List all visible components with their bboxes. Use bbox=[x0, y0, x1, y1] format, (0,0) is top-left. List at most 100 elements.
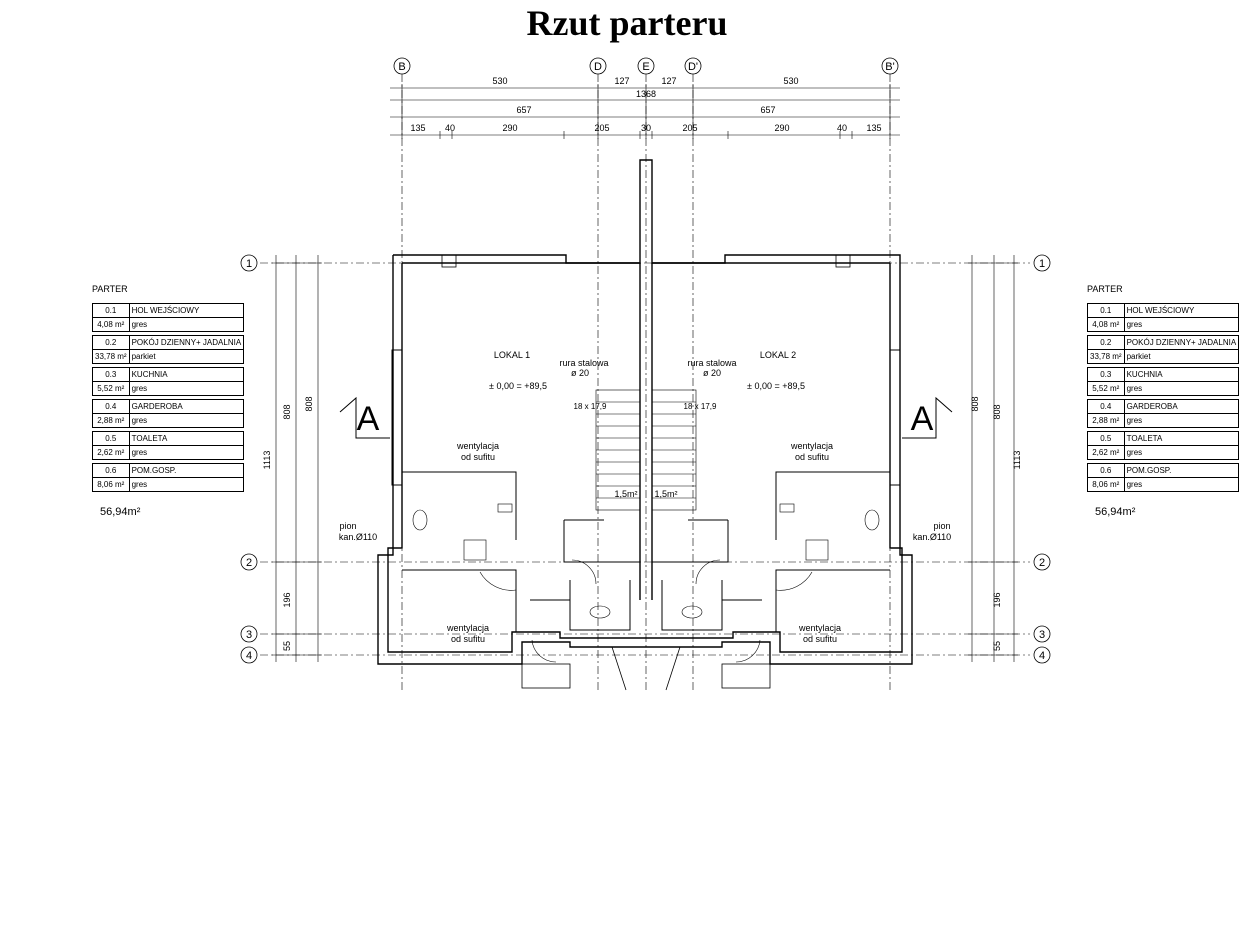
room-floor: gres bbox=[1123, 413, 1240, 428]
dim-text: 530 bbox=[492, 76, 507, 86]
axis-label: D' bbox=[688, 61, 698, 73]
dim-text: 135 bbox=[410, 123, 425, 133]
area-label: 1,5m² bbox=[654, 489, 677, 499]
section-labels: A A bbox=[357, 400, 934, 438]
axis-label: 4 bbox=[1039, 650, 1045, 662]
pion-label: kan.Ø110 bbox=[339, 532, 377, 542]
axis-1-right: 1 bbox=[1033, 254, 1051, 272]
room-floor: gres bbox=[128, 445, 245, 460]
dim-text: 40 bbox=[445, 123, 455, 133]
axis-e: E bbox=[637, 57, 655, 75]
room-floor: parkiet bbox=[1123, 349, 1240, 364]
pipe-label: rura stalowa bbox=[559, 358, 608, 368]
axis-label: 4 bbox=[246, 650, 252, 662]
dim-text: 1368 bbox=[636, 89, 656, 99]
room-name: KUCHNIA bbox=[128, 367, 245, 382]
dim-text: 290 bbox=[502, 123, 517, 133]
room-floor: parkiet bbox=[128, 349, 245, 364]
axis-2-right: 2 bbox=[1033, 553, 1051, 571]
pion-label: pion bbox=[933, 521, 950, 531]
side-dimension-lines bbox=[272, 255, 1018, 662]
legend-header: PARTER bbox=[92, 284, 128, 294]
plan-labels: LOKAL 1 LOKAL 2 rura stalowa ø 20 rura s… bbox=[339, 350, 951, 644]
axis-label: 2 bbox=[1039, 557, 1045, 569]
dim-text: 657 bbox=[516, 105, 531, 115]
room-floor: gres bbox=[128, 381, 245, 396]
dim-text: 30 bbox=[641, 123, 651, 133]
axis-label: 1 bbox=[1039, 258, 1045, 270]
stairs-label: 18 x 17,9 bbox=[684, 402, 717, 411]
axis-markers: B D E D' B' 1 2 3 bbox=[240, 57, 1051, 664]
level-label: ± 0,00 = +89,5 bbox=[489, 381, 547, 391]
axis-4-left: 4 bbox=[240, 646, 258, 664]
axis-2-left: 2 bbox=[240, 553, 258, 571]
unit-label-1: LOKAL 1 bbox=[494, 350, 530, 360]
dim-text: 205 bbox=[682, 123, 697, 133]
plan-lines bbox=[260, 74, 1030, 691]
room-floor: gres bbox=[1123, 381, 1240, 396]
dim-text: 1113 bbox=[1012, 451, 1022, 470]
room-floor: gres bbox=[1123, 317, 1240, 332]
axis-label: 3 bbox=[246, 629, 252, 641]
page-title: Rzut parteru bbox=[526, 3, 728, 43]
ventilation-label: wentylacja bbox=[456, 441, 499, 451]
chimneys bbox=[441, 254, 851, 268]
ventilation-label: wentylacja bbox=[798, 623, 841, 633]
dim-text: 135 bbox=[866, 123, 881, 133]
room-name: HOL WEJŚCIOWY bbox=[128, 303, 245, 318]
section-marks bbox=[339, 396, 953, 439]
axis-b-prime: B' bbox=[881, 57, 899, 75]
room-name: POKÓJ DZIENNY+ JADALNIA bbox=[128, 335, 245, 350]
axis-label: 3 bbox=[1039, 629, 1045, 641]
legend-total: 56,94m² bbox=[1095, 506, 1136, 518]
interior-walls bbox=[391, 349, 901, 632]
kitchen-fixtures bbox=[412, 503, 880, 619]
stairs-label: 18 x 17,9 bbox=[574, 402, 607, 411]
dim-text: 40 bbox=[837, 123, 847, 133]
stairs bbox=[595, 389, 697, 511]
axis-1-left: 1 bbox=[240, 254, 258, 272]
ventilation-label: wentylacja bbox=[446, 623, 489, 633]
axis-label: 2 bbox=[246, 557, 252, 569]
room-floor: gres bbox=[128, 413, 245, 428]
section-label-left: A bbox=[357, 400, 380, 438]
room-name: POM.GOSP. bbox=[128, 463, 245, 478]
axis-d: D bbox=[589, 57, 607, 75]
room-name: POKÓJ DZIENNY+ JADALNIA bbox=[1123, 335, 1240, 350]
legend-header: PARTER bbox=[1087, 284, 1123, 294]
axis-3-right: 3 bbox=[1033, 625, 1051, 643]
ventilation-label: wentylacja bbox=[790, 441, 833, 451]
pipe-label: rura stalowa bbox=[687, 358, 736, 368]
room-floor: gres bbox=[128, 317, 245, 332]
axis-label: 1 bbox=[246, 258, 252, 270]
dim-text: 808 bbox=[970, 396, 980, 411]
axis-label: D bbox=[594, 61, 602, 73]
ventilation-label: od sufitu bbox=[451, 634, 485, 644]
dim-text: 196 bbox=[282, 592, 292, 607]
dim-text: 55 bbox=[282, 641, 292, 651]
dim-text: 55 bbox=[992, 641, 1002, 651]
pipe-diameter: ø 20 bbox=[703, 368, 721, 378]
room-floor: gres bbox=[1123, 445, 1240, 460]
